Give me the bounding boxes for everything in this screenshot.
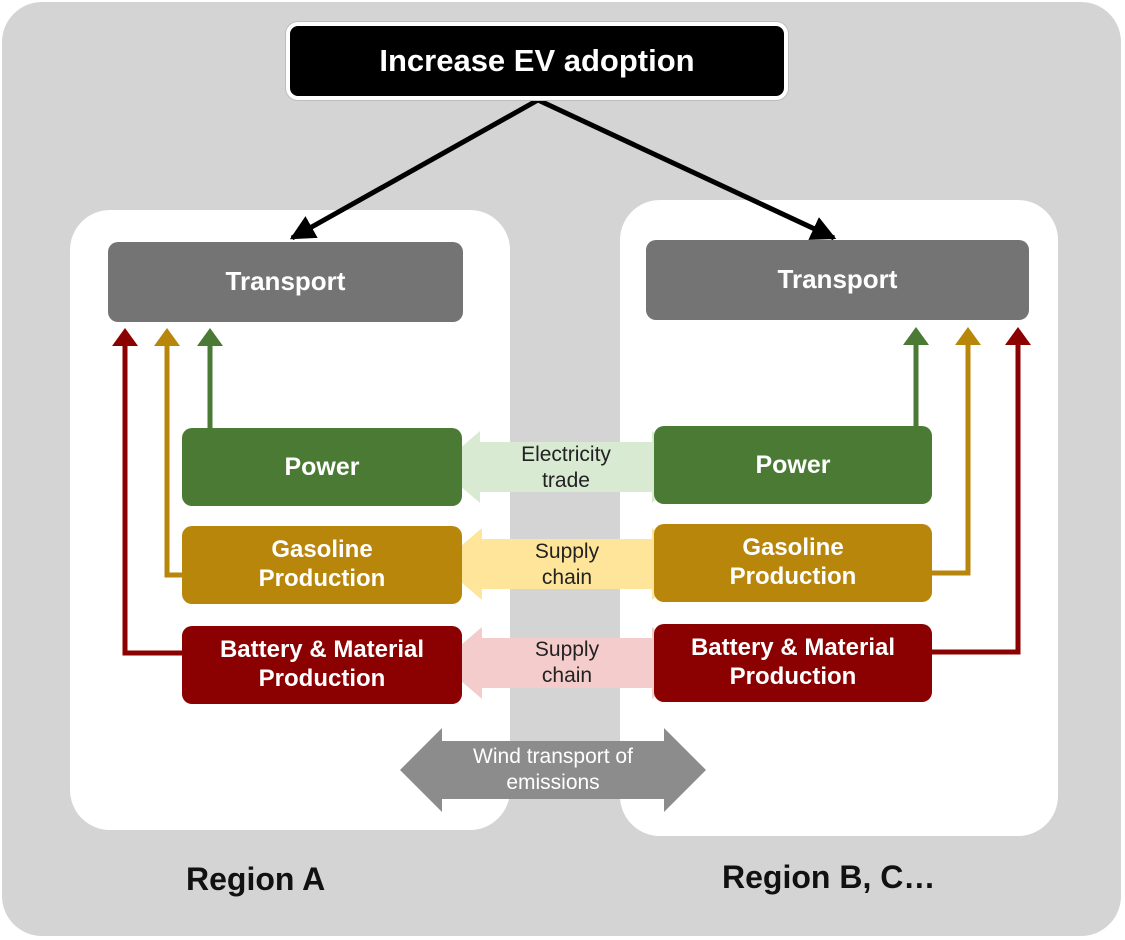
region-b-battery-arrowhead — [1005, 327, 1031, 345]
wind-transport-arrow — [400, 728, 706, 812]
region-a-transport-box: Transport — [108, 242, 463, 322]
electricity-trade-line2: trade — [542, 469, 590, 492]
region-b-transport-box: Transport — [646, 240, 1029, 320]
wind-transport-label: Wind transport of emissions — [442, 741, 664, 799]
region-a-power-label: Power — [284, 453, 360, 481]
gasoline-supply-line1: Supply — [534, 539, 600, 563]
region-b-gasoline-label-line2: Production — [729, 563, 857, 590]
title-to-region-b-arrow — [536, 97, 837, 241]
wind-transport-line2: emissions — [506, 771, 600, 794]
region-b-battery-box: Battery & Material Production — [654, 624, 932, 702]
region-a-gasoline-arrowhead — [154, 328, 180, 346]
region-b-gasoline-to-transport-arrow — [930, 344, 971, 576]
region-b-battery-label-line1: Battery & Material — [690, 634, 896, 662]
region-a-gasoline-box: Gasoline Production — [182, 526, 462, 604]
title-to-region-a-arrow — [289, 97, 540, 241]
region-b-transport-label: Transport — [777, 264, 898, 295]
region-b-battery-to-transport-arrow — [930, 344, 1021, 655]
region-b-power-label: Power — [755, 451, 831, 479]
title-text: Increase EV adoption — [379, 43, 695, 79]
region-b-power-box: Power — [654, 426, 932, 504]
battery-supply-line1: Supply — [534, 637, 600, 661]
region-a-battery-to-transport-arrow — [122, 345, 184, 656]
title-box: Increase EV adoption — [286, 22, 788, 100]
wind-transport-line1: Wind transport of — [473, 744, 633, 768]
gasoline-supply-chain-arrow — [440, 528, 694, 600]
region-b-power-arrowhead — [903, 327, 929, 345]
electricity-trade-line1: Electricity — [521, 442, 611, 466]
region-a-power-box: Power — [182, 428, 462, 506]
electricity-trade-label: Electricity trade — [480, 440, 652, 496]
region-a-battery-label-line1: Battery & Material — [219, 636, 425, 664]
region-a-label: Region A — [186, 861, 326, 897]
battery-supply-chain-arrow — [440, 627, 694, 699]
battery-supply-chain-label: Supply chain — [482, 635, 652, 691]
region-b-label: Region B, C… — [722, 859, 936, 895]
region-a-battery-arrowhead — [112, 328, 138, 346]
battery-supply-line2: chain — [541, 664, 593, 687]
region-a-gasoline-label-line2: Production — [258, 565, 386, 592]
region-a-gasoline-to-transport-arrow — [164, 345, 184, 578]
region-b-gasoline-arrowhead — [955, 327, 981, 345]
region-a-gasoline-label-line1: Gasoline — [271, 536, 373, 564]
region-a-battery-box: Battery & Material Production — [182, 626, 462, 704]
region-b-gasoline-box: Gasoline Production — [654, 524, 932, 602]
electricity-trade-arrow — [438, 431, 694, 503]
region-b-gasoline-label-line1: Gasoline — [742, 534, 844, 562]
region-b-battery-label-line2: Production — [729, 663, 857, 690]
region-a-transport-label: Transport — [225, 266, 346, 297]
region-a-power-arrowhead — [197, 328, 223, 346]
region-a-battery-label-line2: Production — [258, 665, 386, 692]
gasoline-supply-chain-label: Supply chain — [482, 537, 652, 593]
gasoline-supply-line2: chain — [541, 566, 593, 589]
